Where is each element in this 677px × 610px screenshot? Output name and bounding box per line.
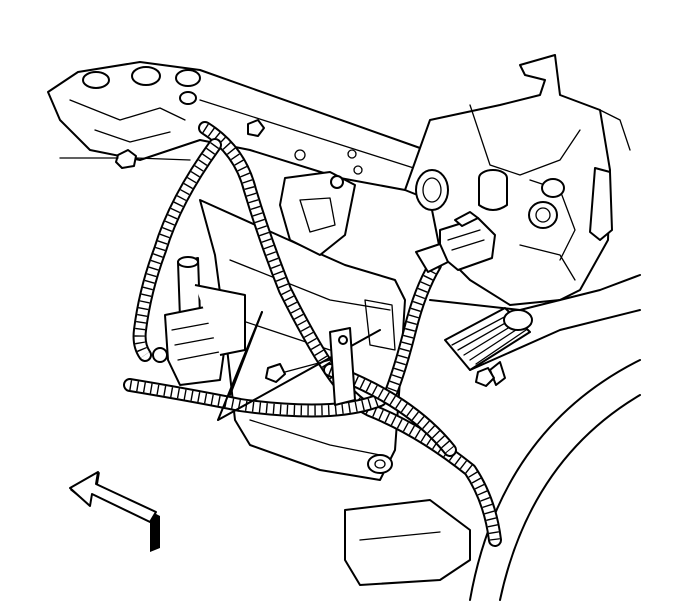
harness-segment-4	[385, 262, 440, 397]
ignition-module	[152, 256, 246, 386]
harness-segment-2	[134, 142, 220, 358]
harness-segment-3	[129, 380, 382, 416]
fasteners	[59, 119, 495, 387]
callout-lines	[217, 311, 381, 421]
front-direction-arrow	[69, 471, 160, 552]
sensor-connector	[415, 211, 533, 386]
